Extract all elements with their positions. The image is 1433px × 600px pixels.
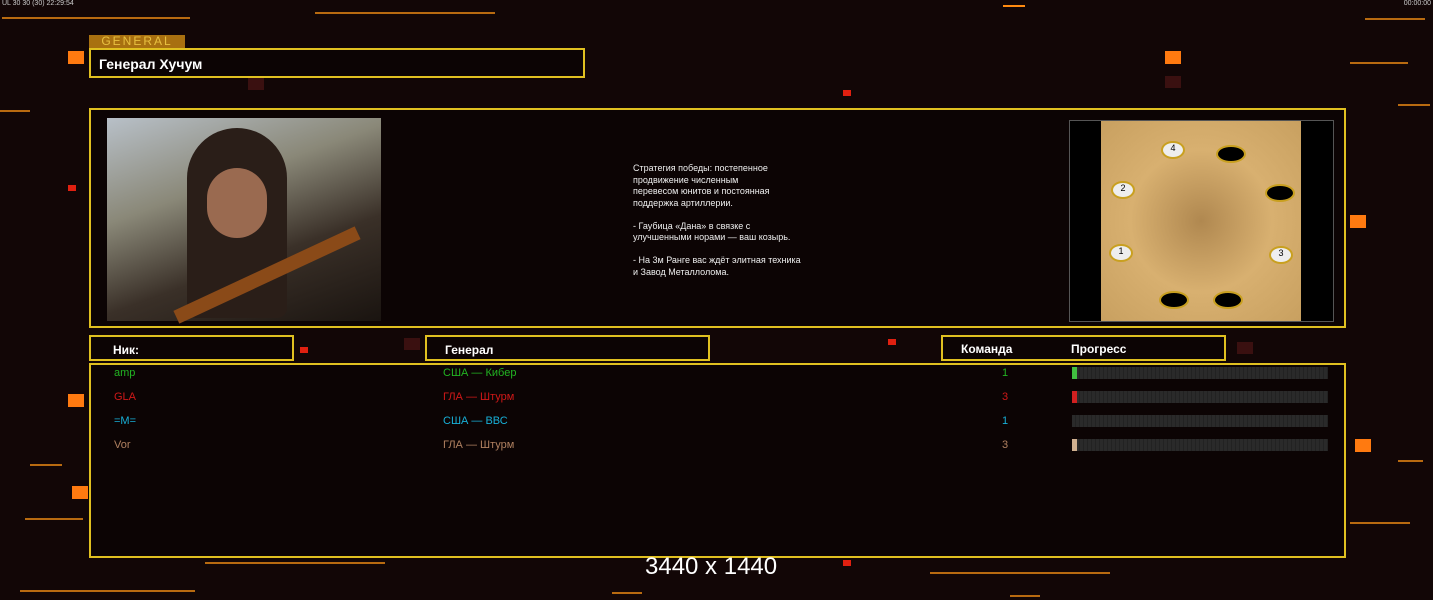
map-preview: 4 2 1 3 (1069, 120, 1334, 322)
status-right: 00:00:00 (1403, 0, 1431, 7)
player-team: 1 (1002, 415, 1009, 427)
player-nick: =M= (114, 415, 137, 427)
progress-bar (1072, 415, 1328, 427)
status-left: UL 30 30 (30) 22:29:54 (2, 0, 74, 7)
progress-bar (1072, 439, 1328, 451)
player-team: 1 (1002, 367, 1009, 379)
table-row: =M= США — ВВС 1 (0, 415, 1433, 435)
player-team: 3 (1002, 391, 1009, 403)
map-slot: 1 (1109, 244, 1133, 262)
header-general: Генерал (425, 335, 710, 361)
header-nick: Ник: (89, 335, 294, 361)
general-portrait (107, 118, 381, 324)
map-slot: 4 (1161, 141, 1185, 159)
player-nick: GLA (114, 391, 137, 403)
player-general: США — ВВС (443, 415, 508, 427)
map-slot: 2 (1111, 181, 1135, 199)
table-row: amp США — Кибер 1 (0, 367, 1433, 387)
resolution-label: 3440 x 1440 (645, 553, 778, 580)
map-slot: 3 (1269, 246, 1293, 264)
progress-bar (1072, 391, 1328, 403)
player-nick: amp (114, 367, 136, 379)
table-row: Vor ГЛА — Штурм 3 (0, 439, 1433, 459)
general-name-box: Генерал Хучум (89, 48, 585, 78)
player-general: ГЛА — Штурм (443, 439, 515, 451)
general-name: Генерал Хучум (99, 56, 203, 72)
general-tag: GENERAL (89, 35, 185, 48)
progress-bar (1072, 367, 1328, 379)
table-row: GLA ГЛА — Штурм 3 (0, 391, 1433, 411)
player-team: 3 (1002, 439, 1009, 451)
player-general: США — Кибер (443, 367, 517, 379)
player-nick: Vor (114, 439, 131, 451)
player-general: ГЛА — Штурм (443, 391, 515, 403)
